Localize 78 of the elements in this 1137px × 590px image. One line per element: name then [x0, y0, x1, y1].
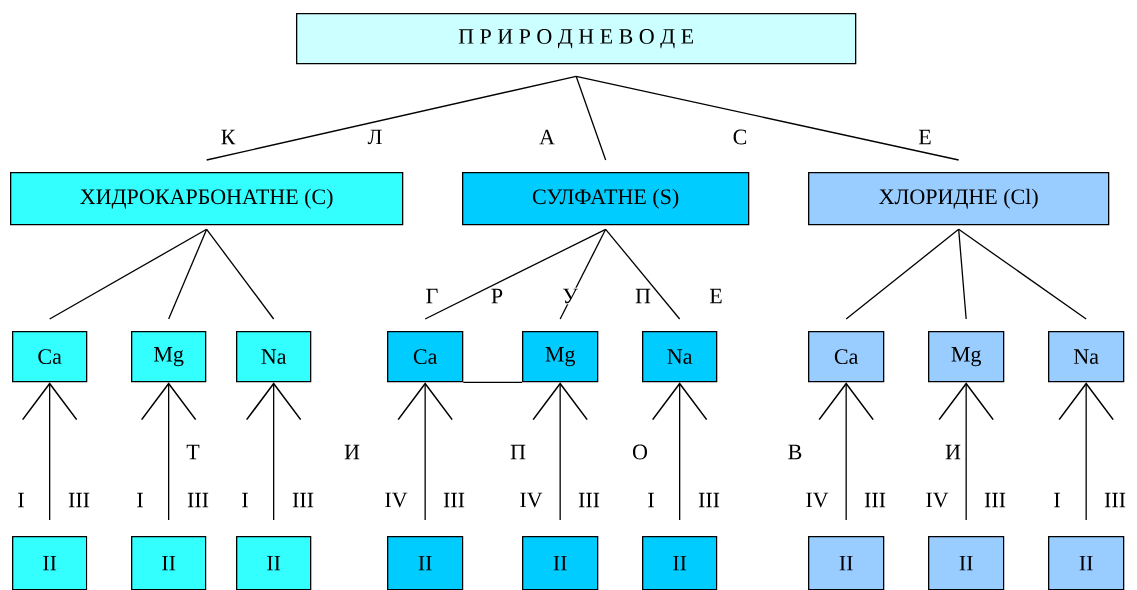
connector-line: [206, 228, 275, 320]
letter-label: О: [631, 443, 649, 461]
class-box: СУЛФАТНЕ (S): [462, 172, 750, 226]
title-box: П Р И Р О Д Н Е В О Д Е: [296, 13, 857, 65]
letter-label: Л: [366, 128, 384, 146]
arrow: [938, 382, 994, 521]
group-box: Na: [236, 331, 312, 383]
type-box: II: [808, 536, 885, 590]
letter-label: И: [944, 443, 962, 461]
valence-label: III: [186, 491, 210, 509]
connector-line: [168, 228, 208, 320]
valence-label: I: [1052, 491, 1062, 509]
type-box: II: [522, 536, 599, 590]
connector-line: [958, 228, 1087, 320]
letter-label: А: [538, 128, 556, 146]
letter-label: П: [634, 287, 652, 305]
valence-label: III: [697, 491, 721, 509]
letter-label: В: [786, 443, 804, 461]
group-box: Mg: [522, 331, 599, 383]
valence-label: III: [442, 491, 466, 509]
letter-label: Е: [708, 287, 724, 305]
valence-label: I: [16, 491, 26, 509]
letter-label: Е: [917, 128, 933, 146]
letter-label: Т: [185, 443, 201, 461]
valence-label: I: [240, 491, 250, 509]
arrow: [532, 382, 588, 521]
connector-line: [424, 228, 607, 320]
group-box: Ca: [387, 331, 464, 383]
valence-label: IV: [924, 491, 950, 509]
letter-label: И: [343, 443, 361, 461]
type-box: II: [131, 536, 207, 590]
group-box: Mg: [131, 331, 207, 383]
valence-label: III: [577, 491, 601, 509]
valence-label: IV: [383, 491, 409, 509]
valence-label: III: [983, 491, 1007, 509]
valence-label: I: [135, 491, 145, 509]
arrow: [1058, 382, 1114, 521]
group-box: Ca: [12, 331, 88, 383]
connector-line: [559, 228, 607, 320]
valence-label: IV: [518, 491, 544, 509]
valence-label: IV: [804, 491, 830, 509]
arrow: [397, 382, 453, 521]
letter-label: К: [219, 128, 237, 146]
type-box: II: [387, 536, 464, 590]
letter-label: Р: [489, 287, 505, 305]
letter-label: П: [509, 443, 527, 461]
connector-line: [845, 228, 960, 320]
arrow: [140, 382, 197, 521]
group-box: Ca: [808, 331, 885, 383]
valence-label: I: [646, 491, 656, 509]
valence-label: III: [1103, 491, 1127, 509]
connector-line: [575, 75, 960, 161]
connector-line: [958, 228, 967, 320]
arrow: [651, 382, 708, 521]
type-box: II: [12, 536, 88, 590]
letter-label: У: [561, 287, 579, 305]
class-box: ХИДРОКАРБОНАТНЕ (C): [10, 172, 404, 226]
group-box: Na: [642, 331, 718, 383]
connector-line: [49, 228, 208, 320]
connector-line: [605, 228, 681, 320]
class-box: ХЛОРИДНЕ (Cl): [808, 172, 1110, 226]
valence-label: III: [291, 491, 315, 509]
letter-label: С: [731, 128, 749, 146]
connector-line: [575, 75, 607, 161]
connector-line: [462, 381, 523, 383]
group-box: Na: [1048, 331, 1125, 383]
type-box: II: [928, 536, 1005, 590]
arrow: [21, 382, 78, 521]
type-box: II: [1048, 536, 1125, 590]
valence-label: III: [863, 491, 887, 509]
type-box: II: [642, 536, 718, 590]
group-box: Mg: [928, 331, 1005, 383]
connector-line: [206, 75, 577, 161]
type-box: II: [236, 536, 312, 590]
letter-label: Г: [424, 287, 440, 305]
arrow: [818, 382, 874, 521]
arrow: [245, 382, 302, 521]
valence-label: III: [67, 491, 91, 509]
